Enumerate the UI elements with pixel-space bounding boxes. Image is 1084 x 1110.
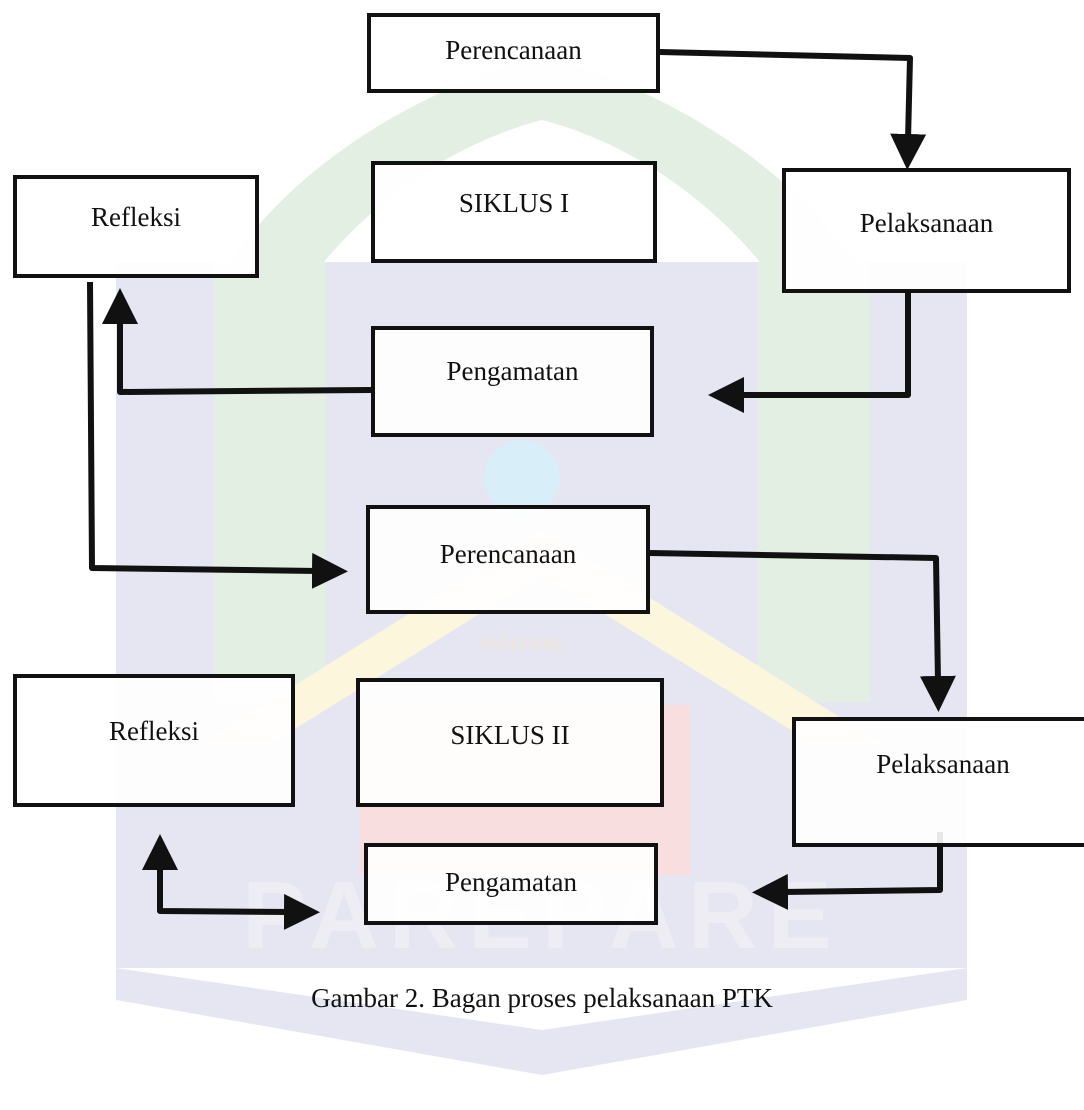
acting-label-cycle2: Pelaksanaan	[876, 749, 1010, 779]
planning-label-cycle1: Perencanaan	[445, 35, 582, 65]
cycle2-title-box: SIKLUS II	[356, 678, 664, 807]
cycle1-title-box: SIKLUS I	[371, 161, 657, 263]
watermark-bottom-chevron	[116, 968, 967, 1075]
acting-label-cycle1: Pelaksanaan	[859, 208, 994, 238]
observation-label-cycle1: Pengamatan	[446, 356, 579, 386]
arrow-plan1-to-pel1	[659, 49, 927, 170]
cycle1-title-label: SIKLUS I	[458, 188, 570, 218]
arrow-obs1-to-ref1	[102, 288, 372, 395]
watermark-green-pillar-left	[214, 262, 326, 702]
planning-box-cycle1: Perencanaan	[367, 13, 660, 93]
figure-caption: Gambar 2. Bagan proses pelaksanaan PTK	[311, 983, 773, 1013]
observation-box-cycle2: Pengamatan	[364, 843, 658, 925]
watermark-small-text: PAREPARE	[480, 637, 565, 654]
watermark-green-pillar-right	[758, 262, 870, 702]
observation-box-cycle1: Pengamatan	[371, 326, 654, 437]
watermark-blue-frame	[116, 262, 967, 968]
planning-box-cycle2: Perencanaan	[366, 505, 650, 614]
observation-label-cycle2: Pengamatan	[445, 867, 577, 897]
reflection-box-cycle1: Refleksi	[13, 175, 259, 278]
arrow-ref1-to-plan2	[87, 281, 348, 589]
acting-box-cycle1: Pelaksanaan	[782, 168, 1071, 293]
acting-box-cycle2: Pelaksanaan	[792, 717, 1084, 847]
reflection-box-cycle2: Refleksi	[13, 674, 295, 807]
arrow-ref2-to-obs2	[157, 880, 320, 930]
cycle2-title-label: SIKLUS II	[450, 720, 570, 750]
arrow-pel1-to-obs1	[708, 293, 911, 413]
arrow-plan2-to-pel2	[649, 550, 956, 712]
reflection-label-cycle1: Refleksi	[91, 202, 181, 232]
reflection-label-cycle2: Refleksi	[109, 716, 199, 746]
planning-label-cycle2: Perencanaan	[439, 539, 577, 569]
watermark-globe	[484, 440, 560, 516]
arrow-pel2-to-obs2	[752, 832, 943, 910]
